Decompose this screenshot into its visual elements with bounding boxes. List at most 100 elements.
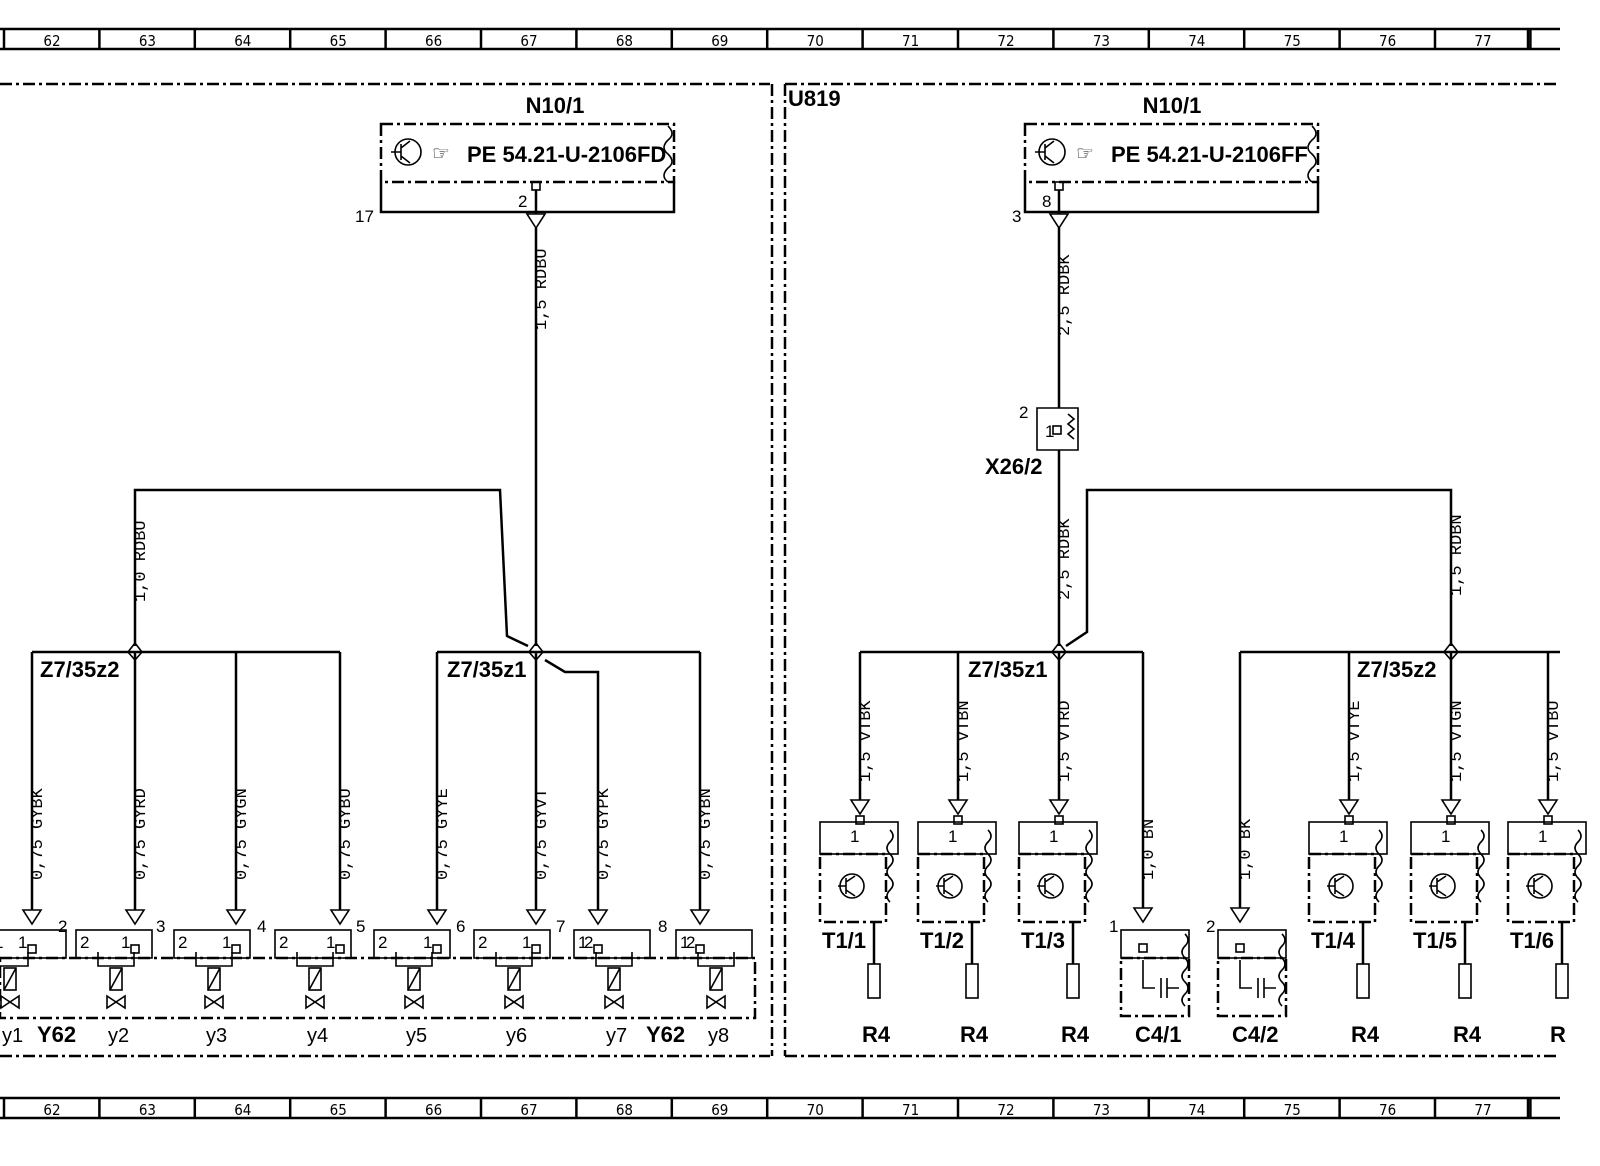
valve-label: y2 xyxy=(108,1025,129,1047)
solenoid-icon xyxy=(207,967,221,991)
transistor-box xyxy=(1307,852,1377,924)
transistor-label: T1/2 xyxy=(920,928,964,953)
ruler-number: 75 xyxy=(1284,32,1301,50)
valve-icon xyxy=(204,994,224,1010)
solenoid-icon xyxy=(709,967,723,991)
ruler-number: 73 xyxy=(1093,32,1110,50)
ruler-number: 74 xyxy=(1188,32,1205,50)
resistor-icon xyxy=(1356,963,1370,999)
wire-arrow xyxy=(525,213,547,230)
connector-number: 6 xyxy=(456,917,465,936)
resistor-label: R4 xyxy=(1351,1022,1380,1047)
ruler-number: 70 xyxy=(807,32,824,50)
valve-wire-label: 0,75 GYYE xyxy=(434,788,453,880)
wire-arrow xyxy=(1048,799,1070,816)
valve-connector xyxy=(675,929,753,959)
solenoid-icon xyxy=(407,967,421,991)
transistor-box xyxy=(916,852,986,924)
ruler-number: 65 xyxy=(330,32,347,50)
transistor-label: T1/5 xyxy=(1413,928,1457,953)
valve-label: y3 xyxy=(206,1025,227,1047)
component-wire-label: 1,0 BK xyxy=(1237,818,1256,880)
right-panel: U819 N10/1 ☞ PE 54.21-U-2106FF 3 8 2,5 R… xyxy=(788,86,1587,1047)
valve-label: y6 xyxy=(506,1025,527,1047)
wire-arrow xyxy=(426,909,448,926)
cap-connector xyxy=(1120,929,1190,959)
wire-arrow xyxy=(587,909,609,926)
valve-group-label-2: Y62 xyxy=(646,1022,685,1047)
ruler-number: 66 xyxy=(425,1101,442,1119)
ruler-number: 75 xyxy=(1284,1101,1301,1119)
transistor-pin: 1 xyxy=(850,827,859,846)
transistor-label: T1/4 xyxy=(1311,928,1356,953)
valve-wire-label: 0,75 GYBK xyxy=(29,787,48,880)
section-label: U819 xyxy=(788,86,841,111)
transistor-pin: 1 xyxy=(1339,827,1348,846)
valve-wire-label: 0,75 GYVT xyxy=(533,788,552,880)
valve-connector xyxy=(274,929,352,959)
valve-pin-a: 2 xyxy=(478,933,487,952)
component-wire-label: 1,5 VTBN xyxy=(955,700,974,782)
valve-block xyxy=(0,956,757,1020)
connector-label: X26/2 xyxy=(985,454,1043,479)
valve-wire-label: 0,75 GYGN xyxy=(233,788,252,880)
valve-wire-label: 0,75 GYRD xyxy=(132,788,151,880)
component-wire-label: 1,5 VTGN xyxy=(1448,700,1467,782)
splice-a-right-label: Z7/35z1 xyxy=(968,657,1048,682)
component-wire-label: 1,0 BN xyxy=(1140,819,1159,880)
connector-number: 4 xyxy=(257,917,266,936)
valve-connector xyxy=(75,929,153,959)
pointing-hand-icon: ☞ xyxy=(1076,143,1094,165)
valve-label: y5 xyxy=(406,1025,427,1047)
wire-arrow xyxy=(1229,907,1251,924)
ruler-number: 65 xyxy=(330,1101,347,1119)
transistor-box xyxy=(1017,852,1087,924)
wire-arrow xyxy=(1132,907,1154,924)
valve-pin-b: 1 xyxy=(423,933,432,952)
ruler-number: 72 xyxy=(997,32,1014,50)
connector-pin-2: 2 xyxy=(1019,403,1028,422)
connector-number: 8 xyxy=(658,917,667,936)
valve-pin-a: 1 xyxy=(680,933,689,952)
ruler-number: 77 xyxy=(1474,1101,1491,1119)
module-box-right: ☞ PE 54.21-U-2106FF xyxy=(1023,122,1320,184)
pin-2: 2 xyxy=(518,192,527,211)
connector-number: 3 xyxy=(156,917,165,936)
cap-box xyxy=(1119,956,1191,1018)
wire-arrow xyxy=(525,909,547,926)
pin-3: 3 xyxy=(1012,207,1021,226)
branch-wire xyxy=(133,488,529,648)
ruler-number: 63 xyxy=(139,32,156,50)
cap-connector xyxy=(1217,929,1287,959)
wire-arrow xyxy=(124,909,146,926)
resistor-label: R4 xyxy=(862,1022,891,1047)
connector-number: 2 xyxy=(58,917,67,936)
valve-wire-label: 0,75 GYBN xyxy=(697,788,716,880)
ruler-number: 67 xyxy=(520,32,537,50)
solenoid-icon xyxy=(3,967,17,991)
resistor-icon xyxy=(1066,963,1080,999)
solenoid-icon xyxy=(507,967,521,991)
ruler-number: 68 xyxy=(616,32,633,50)
valve-connector xyxy=(173,929,251,959)
main-wire-label: 1,5 RDBU xyxy=(533,248,552,330)
valve-pin-b: 1 xyxy=(326,933,335,952)
ruler-number: 69 xyxy=(711,32,728,50)
valve-icon xyxy=(504,994,524,1010)
valve-pin-b: 2 xyxy=(686,933,695,952)
ruler-number: 77 xyxy=(1474,32,1491,50)
valve-icon xyxy=(706,994,726,1010)
valve-pin-a: 2 xyxy=(80,933,89,952)
resistor-icon xyxy=(867,963,881,999)
ruler-number: 64 xyxy=(234,32,251,50)
valve-pin-a: 1 xyxy=(578,933,587,952)
transistor-label: T1/3 xyxy=(1021,928,1065,953)
wire-arrow xyxy=(849,799,871,816)
ruler-number: 64 xyxy=(234,1101,251,1119)
lower-wire-label: 2,5 RDBK xyxy=(1056,518,1075,600)
splice-b-label: Z7/35z1 xyxy=(447,657,527,682)
ruler-number: 62 xyxy=(43,32,60,50)
module-label: N10/1 xyxy=(526,93,585,118)
